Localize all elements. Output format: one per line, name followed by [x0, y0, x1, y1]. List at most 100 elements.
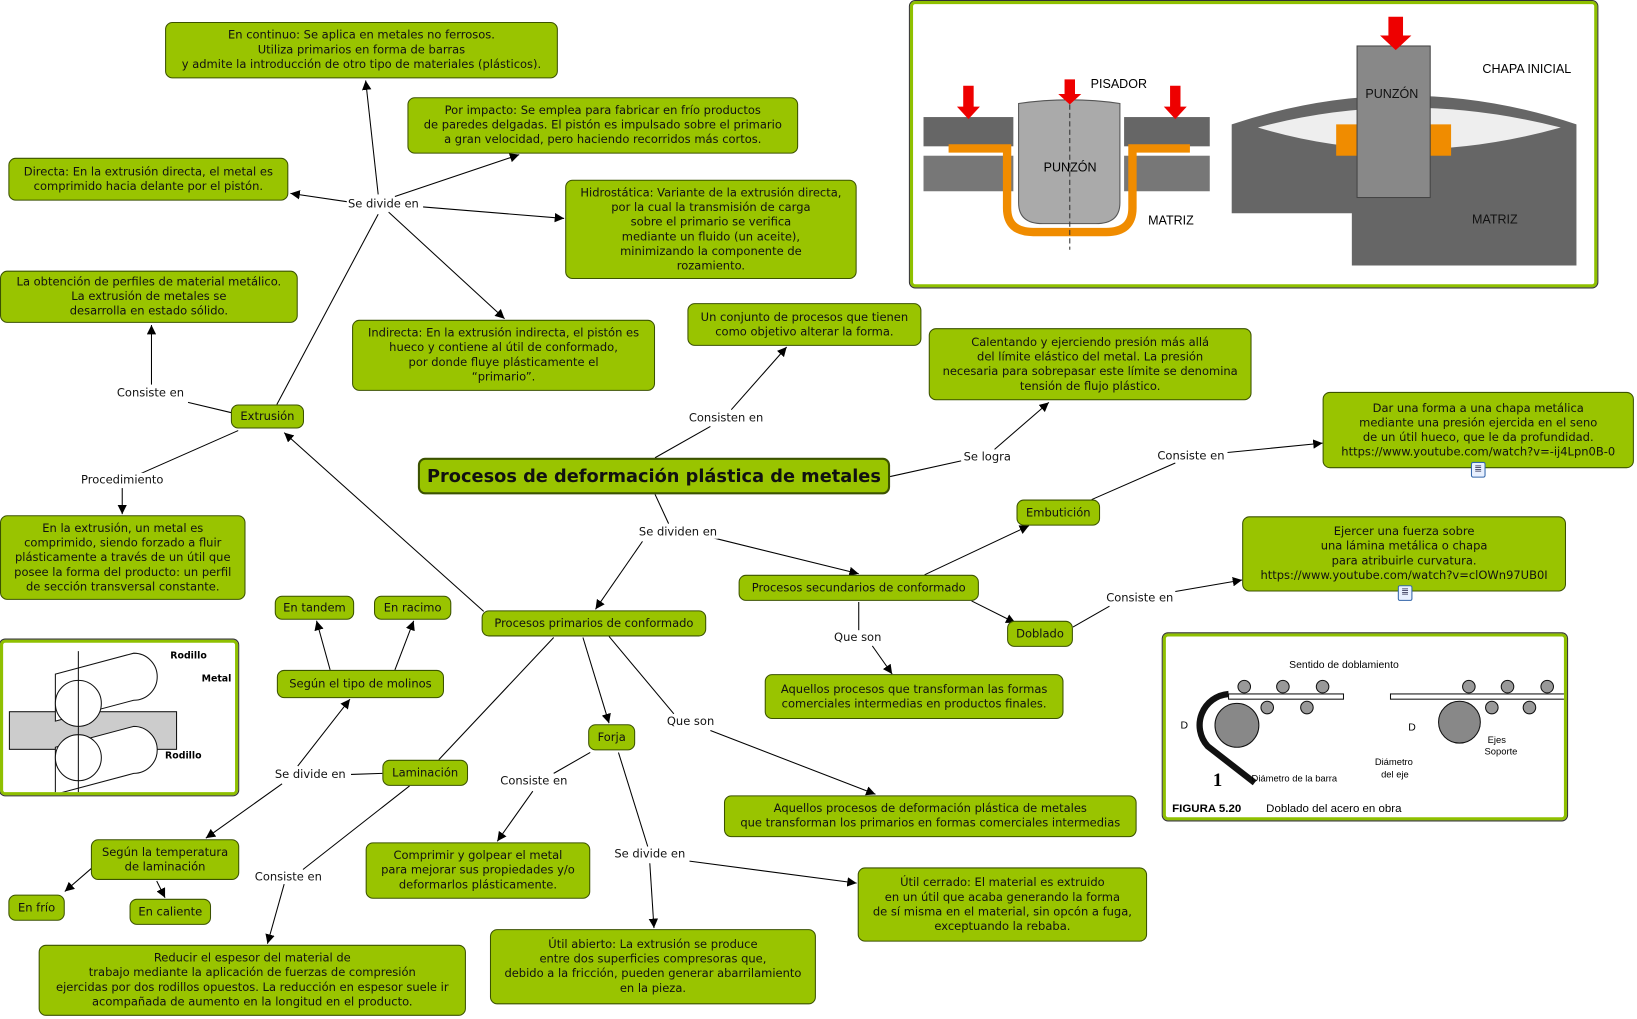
- main-title-node[interactable]: Procesos de deformación plástica de meta…: [417, 457, 891, 495]
- image-label: Sentido de doblamiento: [1289, 660, 1399, 671]
- node-extrusion[interactable]: Extrusión: [230, 404, 305, 429]
- node-caliente[interactable]: En caliente: [129, 898, 212, 925]
- line-connector: [1091, 462, 1176, 501]
- arrow-connector: [265, 884, 285, 944]
- image-label: Diámetro de la barra: [1252, 773, 1338, 784]
- node-doblado-def[interactable]: Ejercer una fuerza sobre una lámina metá…: [1242, 516, 1567, 592]
- image-label: Soporte: [1485, 746, 1518, 757]
- node-molinos[interactable]: Según el tipo de molinos: [276, 669, 444, 699]
- node-comprimir[interactable]: Comprimir y golpear el metal para mejora…: [365, 842, 591, 899]
- image-label: Metal: [202, 673, 232, 684]
- link-label: Se divide en: [273, 767, 347, 782]
- node-directa[interactable]: Directa: En la extrusión directa, el met…: [8, 157, 289, 201]
- node-primarios[interactable]: Procesos primarios de conformado: [481, 610, 707, 637]
- link-label: Que son: [832, 630, 883, 645]
- arrow-connector: [283, 432, 485, 612]
- link-label: Se logra: [962, 449, 1012, 464]
- node-hidrostatica[interactable]: Hidrostática: Variante de la extrusión d…: [565, 179, 857, 280]
- arrow-connector: [290, 190, 347, 203]
- node-continuo[interactable]: En continuo: Se aplica en metales no fer…: [165, 21, 558, 79]
- arrow-connector: [394, 620, 415, 671]
- line-connector: [438, 637, 555, 761]
- image-label: Ejes: [1488, 734, 1507, 745]
- arrow-connector: [689, 860, 857, 887]
- line-connector: [1072, 605, 1110, 628]
- line-connector: [889, 460, 962, 478]
- arrow-connector: [297, 698, 351, 767]
- arrow-connector: [314, 620, 331, 671]
- document-icon[interactable]: ≣: [1470, 461, 1486, 478]
- link-label: Consiste en: [1105, 591, 1175, 605]
- arrow-connector: [496, 790, 534, 842]
- node-tandem[interactable]: En tandem: [274, 595, 355, 620]
- arrow-connector: [924, 525, 1030, 576]
- image-label: Diámetro: [1375, 756, 1413, 767]
- figure-caption: Doblado del acero en obra: [1266, 803, 1402, 815]
- node-racimo[interactable]: En racimo: [374, 595, 452, 620]
- image-label: del eje: [1381, 769, 1409, 780]
- node-embuticion-def[interactable]: Dar una forma a una chapa metálica media…: [1322, 391, 1634, 469]
- arrow-connector: [423, 206, 565, 223]
- arrow-connector: [582, 637, 611, 724]
- arrow-connector: [1227, 439, 1323, 454]
- image-label: Rodillo: [165, 751, 202, 762]
- arrow-connector: [388, 211, 505, 320]
- node-obtencion[interactable]: La obtención de perfiles de material met…: [0, 270, 298, 323]
- node-reducir[interactable]: Reducir el espesor del material de traba…: [38, 944, 466, 1016]
- node-indirecta[interactable]: Indirecta: En la extrusión indirecta, el…: [352, 319, 656, 391]
- node-util-cerrado[interactable]: Útil cerrado: El material es extruido en…: [857, 867, 1148, 942]
- line-connector: [654, 494, 670, 524]
- image-label: MATRIZ: [1148, 214, 1194, 228]
- document-icon[interactable]: ≣: [1397, 585, 1413, 601]
- node-frio[interactable]: En frío: [8, 894, 65, 921]
- node-forja[interactable]: Forja: [588, 724, 636, 751]
- arrow-connector: [362, 80, 379, 195]
- doblado-figure-image: Sentido de doblamiento D 1 Diámetro de l…: [1161, 632, 1569, 822]
- arrow-connector: [1175, 576, 1243, 593]
- node-doblado[interactable]: Doblado: [1007, 620, 1073, 647]
- line-connector: [351, 772, 383, 775]
- node-embuticion[interactable]: Embutición: [1016, 499, 1101, 526]
- laminacion-diagram-image: Rodillo Metal Rodillo: [0, 638, 240, 797]
- link-label: Que son: [665, 714, 716, 728]
- node-temperatura[interactable]: Según la temperatura de laminación: [90, 839, 240, 880]
- node-laminacion[interactable]: Laminación: [382, 759, 469, 786]
- node-primarios-def[interactable]: Aquellos procesos de deformación plástic…: [723, 795, 1137, 838]
- arrow-connector: [710, 536, 859, 577]
- node-secundarios[interactable]: Procesos secundarios de conformado: [738, 574, 979, 601]
- node-util-abierto[interactable]: Útil abierto: La extrusión se produce en…: [489, 929, 816, 1005]
- image-label: 1: [1213, 770, 1222, 791]
- arrow-connector: [994, 401, 1050, 450]
- link-label: Se dividen en: [637, 525, 719, 539]
- line-connector: [654, 425, 711, 459]
- arrow-connector: [156, 880, 166, 898]
- line-connector: [608, 636, 675, 715]
- link-label: Consisten en: [687, 411, 765, 425]
- node-calentando[interactable]: Calentando y ejerciendo presión más allá…: [928, 328, 1252, 401]
- link-label: Consiste en: [253, 870, 323, 884]
- link-label: Consiste en: [115, 386, 186, 400]
- arrow-connector: [595, 541, 643, 610]
- link-label: Se divide en: [346, 197, 420, 211]
- arrow-connector: [971, 600, 1016, 624]
- node-procedimiento-def[interactable]: En la extrusión, un metal es comprimido,…: [0, 515, 246, 600]
- line-connector: [140, 430, 239, 474]
- line-connector: [553, 752, 591, 774]
- node-secundarios-def[interactable]: Aquellos procesos que transforman las fo…: [764, 674, 1064, 720]
- image-label: PUNZÓN: [1044, 159, 1097, 174]
- arrow-connector: [871, 645, 893, 675]
- image-label: D: [1408, 723, 1416, 734]
- node-impacto[interactable]: Por impacto: Se emplea para fabricar en …: [407, 97, 799, 154]
- link-label: Se divide en: [613, 847, 687, 861]
- image-label: CHAPA INICIAL: [1482, 62, 1571, 76]
- arrow-connector: [730, 346, 788, 411]
- image-label: MATRIZ: [1472, 213, 1518, 227]
- node-conjunto[interactable]: Un conjunto de procesos que tienen como …: [687, 303, 922, 346]
- image-label: PUNZÓN: [1365, 86, 1418, 101]
- line-connector: [276, 213, 379, 405]
- arrow-connector: [710, 730, 876, 796]
- figure-caption-number: FIGURA 5.20: [1172, 803, 1241, 815]
- arrow-connector: [394, 153, 520, 197]
